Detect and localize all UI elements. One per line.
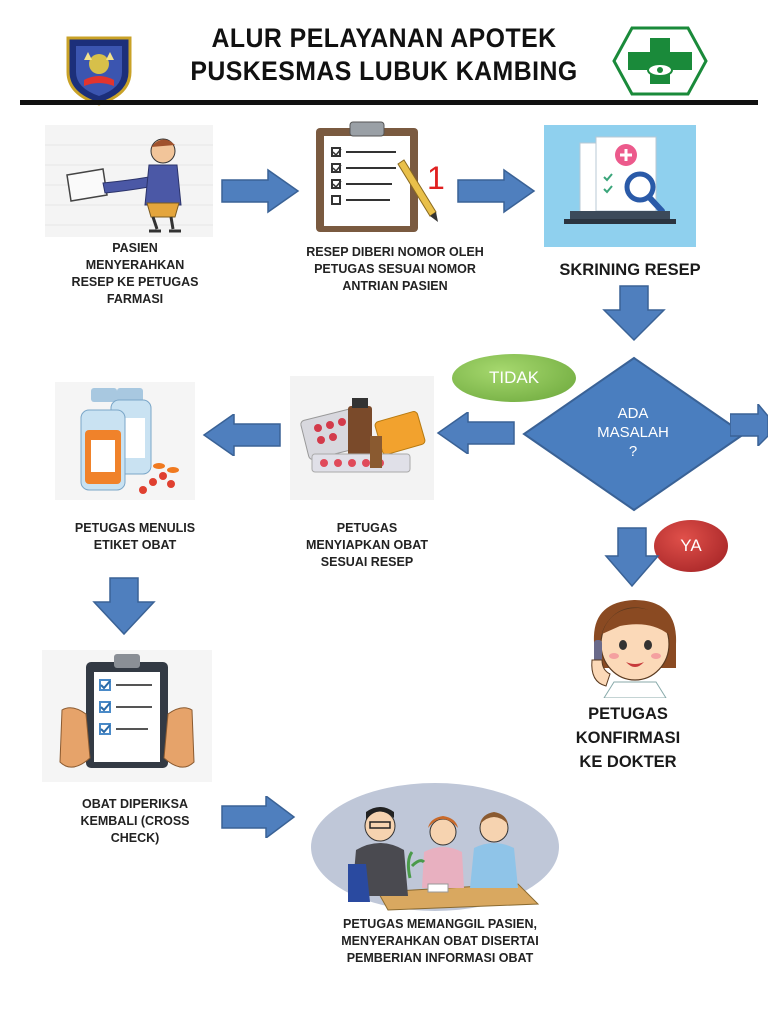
step-patient-hands-prescription: PASIEN MENYERAHKAN RESEP KE PETUGAS FARM… bbox=[71, 241, 199, 306]
step-prescription-numbered: RESEP DIBERI NOMOR OLEH PETUGAS SESUAI N… bbox=[306, 245, 484, 293]
decision-text: ADA MASALAH ? bbox=[597, 405, 669, 460]
header-divider bbox=[20, 100, 758, 105]
medicine-handover-image bbox=[308, 780, 562, 914]
arrow-label-to-check bbox=[92, 577, 156, 636]
step-cross-check: OBAT DIPERIKSA KEMBALI (CROSS CHECK) bbox=[80, 797, 190, 845]
regional-emblem-icon bbox=[62, 32, 136, 106]
arrow-step2-to-step3 bbox=[457, 168, 536, 214]
arrow-check-to-handover bbox=[221, 796, 296, 838]
arrow-decision-to-confirm bbox=[604, 527, 660, 588]
cross-check-clipboard-image bbox=[42, 650, 212, 782]
medicine-bottles-image bbox=[55, 382, 195, 500]
step-prescription-screening: SKRINING RESEP bbox=[559, 261, 701, 279]
queue-number-badge: 1 bbox=[427, 160, 445, 196]
arrow-decision-right-partial bbox=[730, 404, 768, 446]
step-handover-info: PETUGAS MEMANGGIL PASIEN, MENYERAHKAN OB… bbox=[341, 917, 539, 965]
prescription-screening-image bbox=[544, 125, 696, 247]
nurse-phone-image bbox=[580, 590, 690, 698]
title-line-2: PUSKESMAS LUBUK KAMBING bbox=[190, 56, 578, 86]
step-write-label: PETUGAS MENULIS ETIKET OBAT bbox=[74, 521, 196, 552]
patient-handing-prescription-image bbox=[45, 125, 213, 237]
step-prepare-medicine: PETUGAS MENYIAPKAN OBAT SESUAI RESEP bbox=[306, 521, 428, 569]
page-title: ALUR PELAYANAN APOTEK PUSKESMAS LUBUK KA… bbox=[169, 22, 600, 88]
prepared-medicine-image bbox=[290, 376, 434, 500]
arrow-prepare-to-label bbox=[202, 414, 281, 456]
decision-diamond bbox=[522, 356, 746, 512]
no-label-pill: TIDAK bbox=[452, 354, 576, 402]
arrow-step1-to-step2 bbox=[221, 168, 300, 214]
title-line-1: ALUR PELAYANAN APOTEK bbox=[211, 23, 557, 53]
queue-number-clipboard-image bbox=[300, 120, 450, 235]
yes-label-pill: YA bbox=[654, 520, 728, 572]
puskesmas-logo-icon bbox=[612, 24, 708, 98]
arrow-screening-to-decision bbox=[602, 285, 666, 342]
step-confirm-doctor: PETUGAS KONFIRMASI KE DOKTER bbox=[575, 705, 681, 771]
arrow-decision-to-prepare bbox=[436, 412, 515, 454]
